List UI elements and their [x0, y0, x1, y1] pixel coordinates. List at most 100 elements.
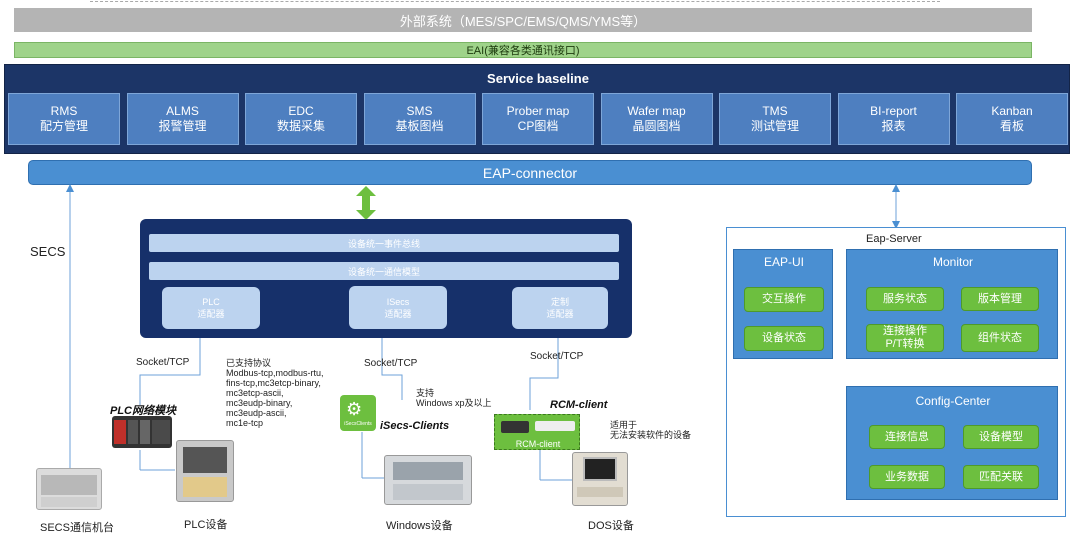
- protocol-line: fins-tcp,mc3etcp-binary,: [226, 378, 321, 388]
- service-module-name: SMS: [406, 104, 433, 118]
- plc-adapter-line2: 适配器: [197, 309, 225, 319]
- service-module-cn-name: 报警管理: [158, 119, 207, 133]
- custom-adapter-line1: 定制: [550, 297, 569, 307]
- gear-icon: ⚙: [346, 399, 363, 419]
- service-module-name: TMS: [762, 104, 788, 118]
- service-module-name: RMS: [50, 104, 78, 118]
- protocol-line: mc3eudp-ascii,: [226, 408, 287, 418]
- windows-support-line2: Windows xp及以上: [416, 398, 492, 408]
- windows-equipment-image: [384, 455, 472, 505]
- eai-label: EAI(兼容各类通讯接口): [466, 45, 580, 57]
- socket-label-isecs: Socket/TCP: [364, 358, 418, 369]
- socket-label-plc: Socket/TCP: [136, 357, 190, 368]
- plc-adapter-line1: PLC: [202, 297, 220, 307]
- custom-adapter: 定制 适配器: [512, 287, 608, 329]
- rcm-note-line1: 适用于: [610, 420, 638, 430]
- rcm-device-image: [501, 421, 529, 433]
- interactive-operation-button[interactable]: 交互操作: [744, 287, 824, 312]
- rcm-client-box-label: RCM-client: [515, 439, 561, 449]
- socket-label-rcm: Socket/TCP: [530, 351, 584, 362]
- plc-equipment-label: PLC设备: [184, 519, 228, 531]
- config-center-title: Config-Center: [915, 394, 991, 408]
- protocols-title: 已支持协议: [226, 358, 272, 368]
- monitor-icon: [583, 457, 617, 481]
- isecs-connection: [381, 330, 403, 400]
- isecs-icon-text: iSecsClients: [344, 421, 372, 427]
- monitor-title: Monitor: [932, 255, 973, 269]
- secs-equipment-label: SECS通信机台: [40, 522, 114, 534]
- supported-protocols: 已支持协议 Modbus-tcp,modbus-rtu, fins-tcp,mc…: [226, 358, 324, 428]
- dos-equipment-label: DOS设备: [588, 520, 634, 532]
- plc-adapter: PLC 适配器: [162, 287, 260, 329]
- dos-equipment-image: [572, 452, 628, 506]
- protocol-line: Modbus-tcp,modbus-rtu,: [226, 368, 324, 378]
- secs-equipment-image: [36, 468, 102, 510]
- service-module-cn-name: 基板图档: [395, 119, 444, 133]
- isecs-clients-label: iSecs-Clients: [380, 420, 450, 432]
- isecs-adapter-line1: ISecs: [386, 296, 410, 307]
- plc-module-image: [112, 416, 172, 448]
- isecs-adapter-line2: 适配器: [384, 308, 412, 319]
- service-module-cn-name: CP图档: [517, 119, 559, 133]
- business-data-button[interactable]: 业务数据: [869, 465, 945, 489]
- eap-ui-title: EAP-UI: [763, 255, 804, 269]
- service-module-cn-name: 晶圆图档: [632, 119, 681, 133]
- service-module-name: Kanban: [991, 104, 1033, 118]
- equipment-model-button[interactable]: 设备模型: [963, 425, 1039, 449]
- communication-model-bar: 设备统一通信模型: [149, 262, 619, 280]
- service-module-cn-name: 报表: [881, 119, 906, 133]
- rcm-connection: [529, 330, 559, 410]
- rcm-note-line2: 无法安装软件的设备: [610, 430, 692, 440]
- service-baseline-title: Service baseline: [487, 70, 589, 86]
- connection-info-button[interactable]: 连接信息: [869, 425, 945, 449]
- eap-connector-bar: EAP-connector: [28, 160, 1032, 185]
- connection-operation-button[interactable]: 连接操作 P/T转换: [866, 324, 944, 352]
- secs-label: SECS: [30, 244, 66, 259]
- pt-switch-label: P/T转换: [885, 338, 925, 350]
- equipment-status-button[interactable]: 设备状态: [744, 326, 824, 351]
- version-management-button[interactable]: 版本管理: [961, 287, 1039, 311]
- rcm-note: 适用于 无法安装软件的设备: [610, 420, 691, 440]
- windows-support-line1: 支持: [416, 388, 435, 398]
- bidirectional-arrow: [356, 186, 376, 220]
- component-status-button[interactable]: 组件状态: [961, 324, 1039, 352]
- rcm-client-box: RCM-client: [494, 414, 580, 450]
- custom-adapter-line2: 适配器: [546, 309, 574, 319]
- service-status-label: 服务状态: [883, 292, 927, 305]
- eap-ui-panel: EAP-UI 交互操作 设备状态: [733, 249, 833, 359]
- windows-support-note: 支持 Windows xp及以上: [416, 388, 492, 408]
- service-module-cn-name: 测试管理: [750, 119, 799, 133]
- config-center-panel: Config-Center 连接信息 设备模型 业务数据 匹配关联: [846, 386, 1058, 500]
- windows-equipment-label: Windows设备: [386, 520, 453, 532]
- connection-operation-label: 连接操作: [883, 325, 927, 337]
- eap-server-title: Eap-Server: [866, 233, 922, 245]
- service-status-button[interactable]: 服务状态: [866, 287, 944, 311]
- protocol-line: mc3etcp-ascii,: [226, 388, 284, 398]
- service-module-name: EDC: [288, 104, 314, 118]
- plc-module-label: PLC网络模块: [110, 405, 176, 417]
- top-dashed-line: [90, 1, 940, 2]
- event-bus-bar: 设备统一事件总线: [149, 234, 619, 252]
- service-module-name: Prober map: [506, 104, 570, 118]
- service-module-cn-name: 数据采集: [276, 119, 325, 133]
- match-association-button[interactable]: 匹配关联: [963, 465, 1039, 489]
- isecs-adapter: ISecs 适配器: [349, 286, 447, 329]
- plc-connection: [139, 330, 201, 405]
- rcm-client-title: RCM-client: [550, 399, 608, 411]
- version-management-label: 版本管理: [978, 292, 1022, 305]
- protocol-line: mc3eudp-binary,: [226, 398, 293, 408]
- service-module-name: Wafer map: [627, 104, 686, 118]
- eai-bar: EAI(兼容各类通讯接口): [14, 42, 1032, 58]
- service-module-name: BI-report: [870, 104, 917, 118]
- component-status-label: 组件状态: [978, 331, 1022, 344]
- service-module-cn-name: 看板: [999, 119, 1024, 133]
